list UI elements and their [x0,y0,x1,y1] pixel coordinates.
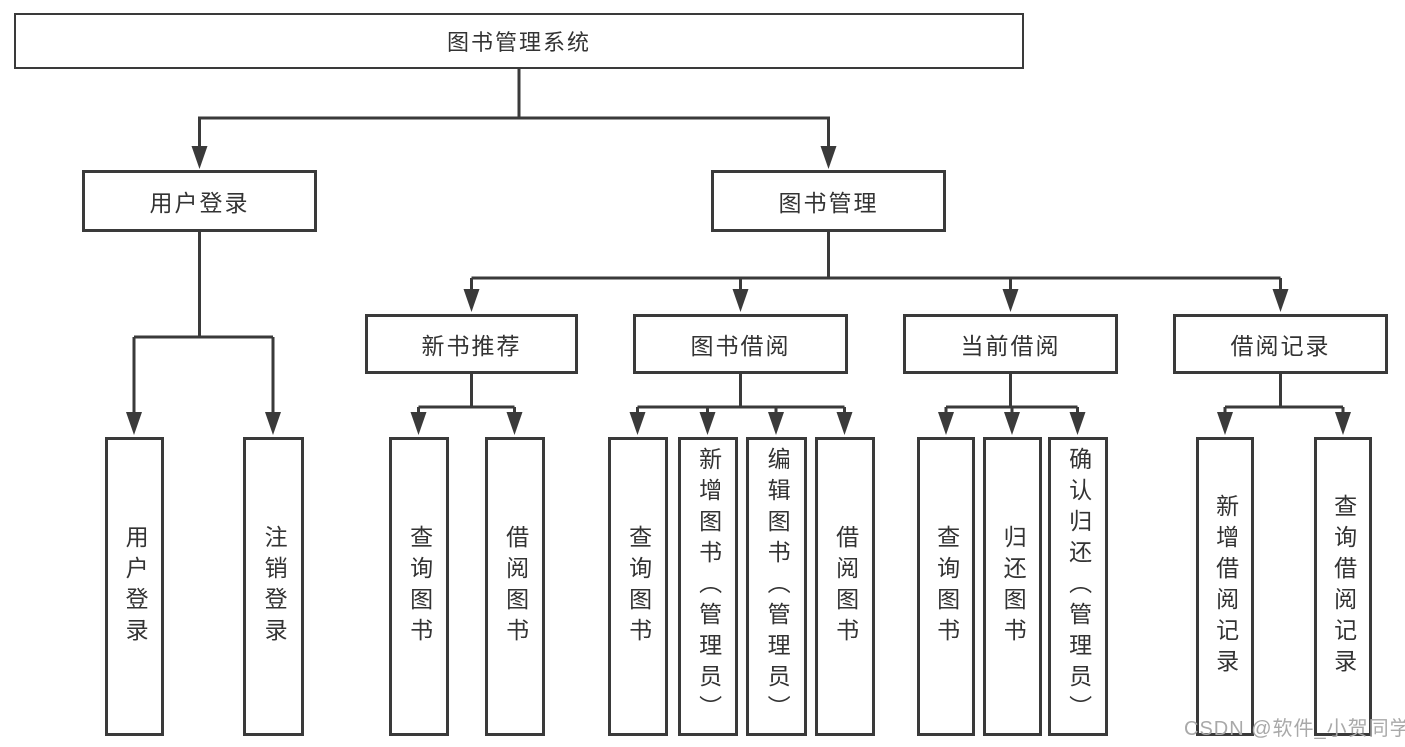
node-new-book-recommend: 新书推荐 [365,314,578,374]
arrow-icon [629,412,646,435]
leaf-borrow-query-books: 查询图书 [608,437,668,736]
leaf-logout: 注销登录 [243,437,304,736]
arrow-icon [1069,412,1086,435]
arrow-icon [1002,289,1019,312]
arrow-icon [410,412,427,435]
arrow-icon [191,146,208,169]
arrow-icon [699,412,716,435]
leaf-records-add-record: 新增借阅记录 [1196,437,1254,736]
arrow-icon [768,412,784,435]
node-user-login: 用户登录 [82,170,317,232]
leaf-newbook-borrow-books: 借阅图书 [485,437,545,736]
node-book-management: 图书管理 [711,170,946,232]
arrow-icon [820,146,837,169]
leaf-newbook-query-books: 查询图书 [389,437,449,736]
arrow-icon [836,412,853,435]
leaf-current-query-books: 查询图书 [917,437,975,736]
arrow-icon [126,412,142,435]
leaf-borrow-add-book-admin: 新增图书（管理员） [678,437,738,736]
leaf-current-confirm-return-admin: 确认归还（管理员） [1048,437,1108,736]
arrow-icon [732,289,749,312]
arrowheads [126,146,1351,435]
node-borrow-records: 借阅记录 [1173,314,1388,374]
leaf-user-login: 用户登录 [105,437,164,736]
leaf-records-query-record: 查询借阅记录 [1314,437,1372,736]
arrow-icon [265,412,281,435]
arrow-icon [938,412,954,435]
node-current-borrow: 当前借阅 [903,314,1118,374]
node-root: 图书管理系统 [14,13,1024,69]
leaf-current-return-books: 归还图书 [983,437,1042,736]
leaf-borrow-borrow-books: 借阅图书 [815,437,875,736]
arrow-icon [1004,412,1020,435]
arrow-icon [1335,412,1351,435]
arrow-icon [1272,289,1289,312]
watermark: CSDN @软件_小贺同学 [1184,718,1405,740]
leaf-borrow-edit-book-admin: 编辑图书（管理员） [746,437,807,736]
arrow-icon [463,289,480,312]
node-book-borrow: 图书借阅 [633,314,848,374]
arrow-icon [1217,412,1233,435]
arrow-icon [506,412,523,435]
connector-path [132,69,1345,416]
